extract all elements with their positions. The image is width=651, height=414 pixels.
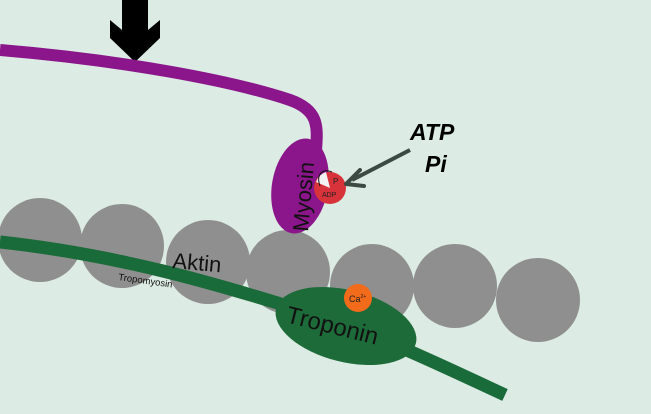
calcium-label: Ca2+ bbox=[349, 294, 366, 304]
actin-bead bbox=[0, 198, 82, 282]
myosin-label: Myosin bbox=[288, 161, 319, 233]
actin-bead bbox=[496, 258, 580, 342]
calcium-charge: 2+ bbox=[361, 294, 367, 300]
myosin-tail bbox=[0, 44, 323, 151]
curved-arrow-icon bbox=[318, 170, 333, 187]
calcium-ion bbox=[344, 284, 372, 312]
troponin bbox=[275, 286, 417, 366]
phosphate-label: P bbox=[333, 177, 338, 186]
aktin-label: Aktin bbox=[172, 248, 223, 277]
calcium-symbol: Ca bbox=[349, 294, 361, 304]
pointer-arrow-head bbox=[344, 168, 366, 188]
pointer-arrow bbox=[351, 148, 411, 182]
atp-label: ATP bbox=[409, 119, 455, 145]
ball-highlight bbox=[316, 172, 330, 188]
actin-bead bbox=[413, 244, 497, 328]
down-arrow-icon bbox=[110, 0, 160, 62]
pi-label: Pi bbox=[425, 151, 447, 177]
adp-label: ADP bbox=[322, 192, 337, 199]
myosin-head bbox=[271, 138, 329, 234]
